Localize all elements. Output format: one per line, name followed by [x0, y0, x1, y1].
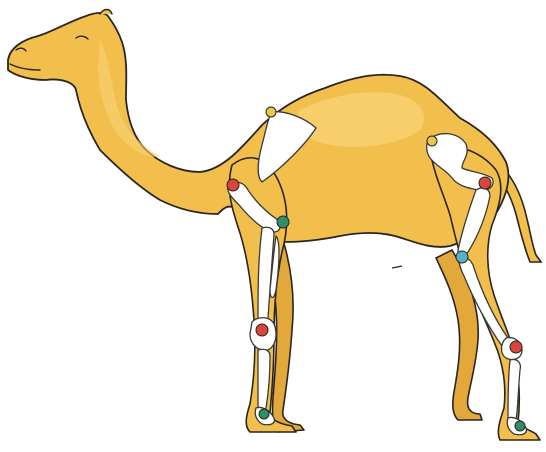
front-knee-joint-marker — [256, 324, 268, 336]
shoulder-top-joint-marker — [266, 107, 276, 117]
hip-top-joint-marker — [427, 136, 437, 146]
hind-fetlock-joint-marker — [515, 421, 525, 431]
shoulder-joint-marker — [227, 179, 239, 191]
elbow-joint-marker — [277, 216, 289, 228]
hock-joint-marker — [510, 341, 522, 353]
front-fetlock-joint-marker — [259, 409, 269, 419]
stifle-joint-marker — [456, 251, 468, 263]
hip-joint-marker — [479, 177, 491, 189]
